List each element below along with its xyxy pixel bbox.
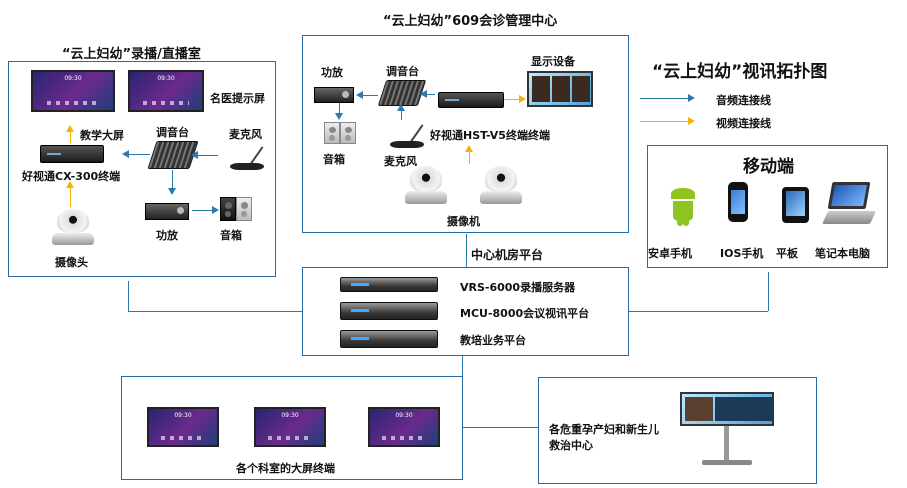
department-screen-icon-3: 09:30 (368, 407, 440, 447)
left-room-title: “云上妇幼”录播/直播室 (62, 47, 201, 62)
tablet-label: 平板 (776, 247, 798, 260)
center-speaker-icon-2 (340, 122, 356, 144)
video-line (504, 99, 520, 100)
video-arrow (66, 181, 74, 188)
departments-to-rescue-line (463, 427, 538, 428)
audio-line (401, 108, 402, 120)
video-arrow (66, 125, 74, 132)
rescue-center-caption: 各危重孕产妇和新生儿救治中心 (549, 423, 659, 452)
display-device-icon (527, 71, 593, 107)
center-speaker-label: 音箱 (323, 153, 345, 166)
center-microphone-label: 麦克风 (384, 155, 417, 168)
legend-video-arrow (688, 117, 695, 125)
laptop-label: 笔记本电脑 (815, 247, 870, 260)
left-speaker-icon (220, 197, 236, 221)
center-amplifier-icon (314, 87, 354, 103)
mobile-title: 移动端 (743, 157, 794, 177)
left-to-datacenter-line-h (128, 311, 302, 312)
legend-audio-line (640, 98, 688, 99)
left-camera-label: 摄像头 (55, 256, 88, 269)
audio-arrow (397, 104, 405, 111)
audio-line (425, 94, 435, 95)
center-to-datacenter-line (466, 234, 467, 267)
audio-line (339, 103, 340, 113)
department-screen-icon-2: 09:30 (254, 407, 326, 447)
doctor-screen-icon: 09:30 (128, 70, 204, 112)
legend-audio-label: 音频连接线 (716, 94, 771, 107)
hst-v5-terminal-label: 好视通HST-V5终端终端 (430, 129, 550, 142)
ios-phone-label: IOS手机 (720, 247, 764, 260)
video-arrow (519, 95, 526, 103)
datacenter-to-mobile-line (768, 272, 769, 311)
audio-arrow (356, 91, 363, 99)
display-label: 显示设备 (531, 55, 575, 68)
left-amplifier-icon (145, 203, 189, 220)
video-cart-icon (672, 388, 782, 473)
left-to-datacenter-line (128, 281, 129, 311)
audio-line (362, 95, 378, 96)
left-speaker-label: 音箱 (220, 229, 242, 242)
center-mixer-icon (377, 80, 427, 106)
left-speaker-icon-2 (236, 197, 252, 221)
training-server-icon (340, 330, 438, 348)
legend-video-label: 视频连接线 (716, 117, 771, 130)
tablet-icon (782, 187, 809, 223)
center-camera-label: 摄像机 (447, 215, 480, 228)
teaching-screen-icon: 09:30 (31, 70, 115, 112)
legend-video-line (640, 121, 688, 122)
audio-arrow (420, 90, 427, 98)
center-camera-icon (405, 166, 447, 204)
audio-arrow (122, 150, 129, 158)
datacenter-title: 中心机房平台 (471, 248, 544, 262)
audio-line (196, 155, 218, 156)
cx300-terminal-label: 好视通CX-300终端 (22, 170, 121, 183)
mcu-server-icon (340, 302, 438, 320)
left-mixer-label: 调音台 (156, 126, 189, 139)
video-line (469, 150, 470, 164)
audio-arrow (335, 113, 343, 120)
topology-title: “云上妇幼”视讯拓扑图 (652, 62, 828, 82)
audio-arrow (168, 188, 176, 195)
center-mixer-label: 调音台 (386, 65, 419, 78)
audio-line (172, 170, 173, 188)
mcu-server-label: MCU-8000会议视讯平台 (460, 307, 590, 320)
video-line (70, 131, 71, 143)
audio-arrow (212, 206, 219, 214)
left-amplifier-label: 功放 (156, 229, 178, 242)
left-microphone-icon (230, 142, 264, 170)
center-camera-icon-2 (480, 166, 522, 204)
departments-caption: 各个科室的大屏终端 (236, 462, 335, 475)
audio-line (128, 154, 150, 155)
video-arrow (465, 145, 473, 152)
vrs-server-icon (340, 277, 438, 292)
video-line (70, 187, 71, 207)
hst-v5-terminal-icon (438, 92, 504, 108)
rescue-center-box (538, 377, 817, 484)
center-room-box (302, 35, 629, 233)
audio-arrow (191, 151, 198, 159)
teaching-screen-label: 教学大屏 (80, 129, 124, 142)
audio-line (192, 210, 212, 211)
center-speaker-icon (324, 122, 340, 144)
cx300-terminal-icon (40, 145, 104, 163)
left-microphone-label: 麦克风 (229, 128, 262, 141)
datacenter-to-departments-line (462, 356, 463, 376)
doctor-screen-label: 名医提示屏 (210, 92, 265, 105)
datacenter-to-mobile-line-h (629, 311, 768, 312)
vrs-server-label: VRS-6000录播服务器 (460, 281, 576, 294)
center-room-title: “云上妇幼”609会诊管理中心 (383, 14, 558, 29)
left-camera-icon (52, 209, 94, 245)
legend-audio-arrow (688, 94, 695, 102)
center-amplifier-label: 功放 (321, 66, 343, 79)
android-phone-icon (671, 188, 695, 226)
department-screen-icon: 09:30 (147, 407, 219, 447)
center-microphone-icon (390, 122, 424, 148)
ios-phone-icon (728, 182, 748, 222)
android-phone-label: 安卓手机 (648, 247, 692, 260)
training-server-label: 教培业务平台 (460, 334, 526, 347)
laptop-icon (821, 182, 877, 224)
